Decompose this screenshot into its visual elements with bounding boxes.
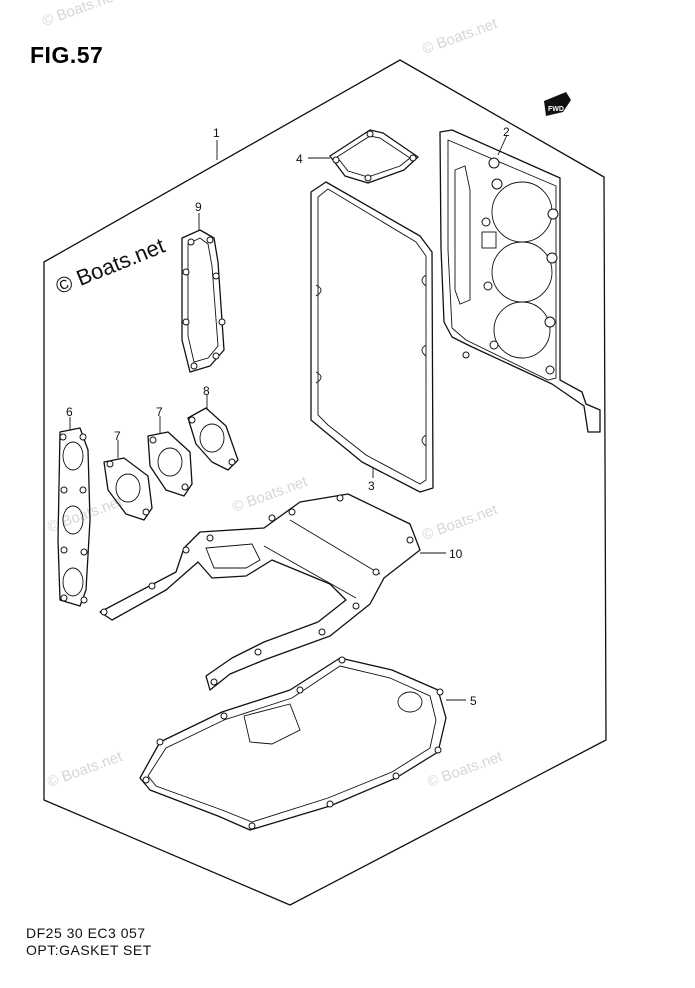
kit-outline <box>43 59 607 906</box>
footer: DF25 30 EC3 057 OPT:GASKET SET <box>26 925 152 959</box>
callout-1: 1 <box>213 126 220 140</box>
gasket-5 <box>139 656 466 831</box>
gasket-8 <box>187 395 239 471</box>
gasket-7a <box>103 440 153 521</box>
footer-caption: OPT:GASKET SET <box>26 942 152 958</box>
callout-7-right: 7 <box>156 405 163 419</box>
gasket-4 <box>308 129 419 184</box>
callout-10: 10 <box>449 547 463 561</box>
gasket-9 <box>181 213 226 373</box>
callout-7-left: 7 <box>114 429 121 443</box>
gasket-10 <box>99 493 446 691</box>
gasket-7b <box>147 416 193 497</box>
manifold-gasket-6 <box>57 417 91 607</box>
callout-6: 6 <box>66 405 73 419</box>
fwd-label: FWD <box>548 106 564 113</box>
callout-9: 9 <box>195 200 202 214</box>
callout-4: 4 <box>296 152 303 166</box>
head-gasket-2 <box>439 129 601 433</box>
callout-3: 3 <box>368 479 375 493</box>
fwd-arrow-icon: FWD <box>544 92 571 116</box>
callout-8: 8 <box>203 384 210 398</box>
callout-2: 2 <box>503 125 510 139</box>
cover-gasket-3 <box>310 181 434 493</box>
callout-5: 5 <box>470 694 477 708</box>
figure-title: FIG.57 <box>30 42 104 68</box>
footer-code: DF25 30 EC3 057 <box>26 925 146 941</box>
